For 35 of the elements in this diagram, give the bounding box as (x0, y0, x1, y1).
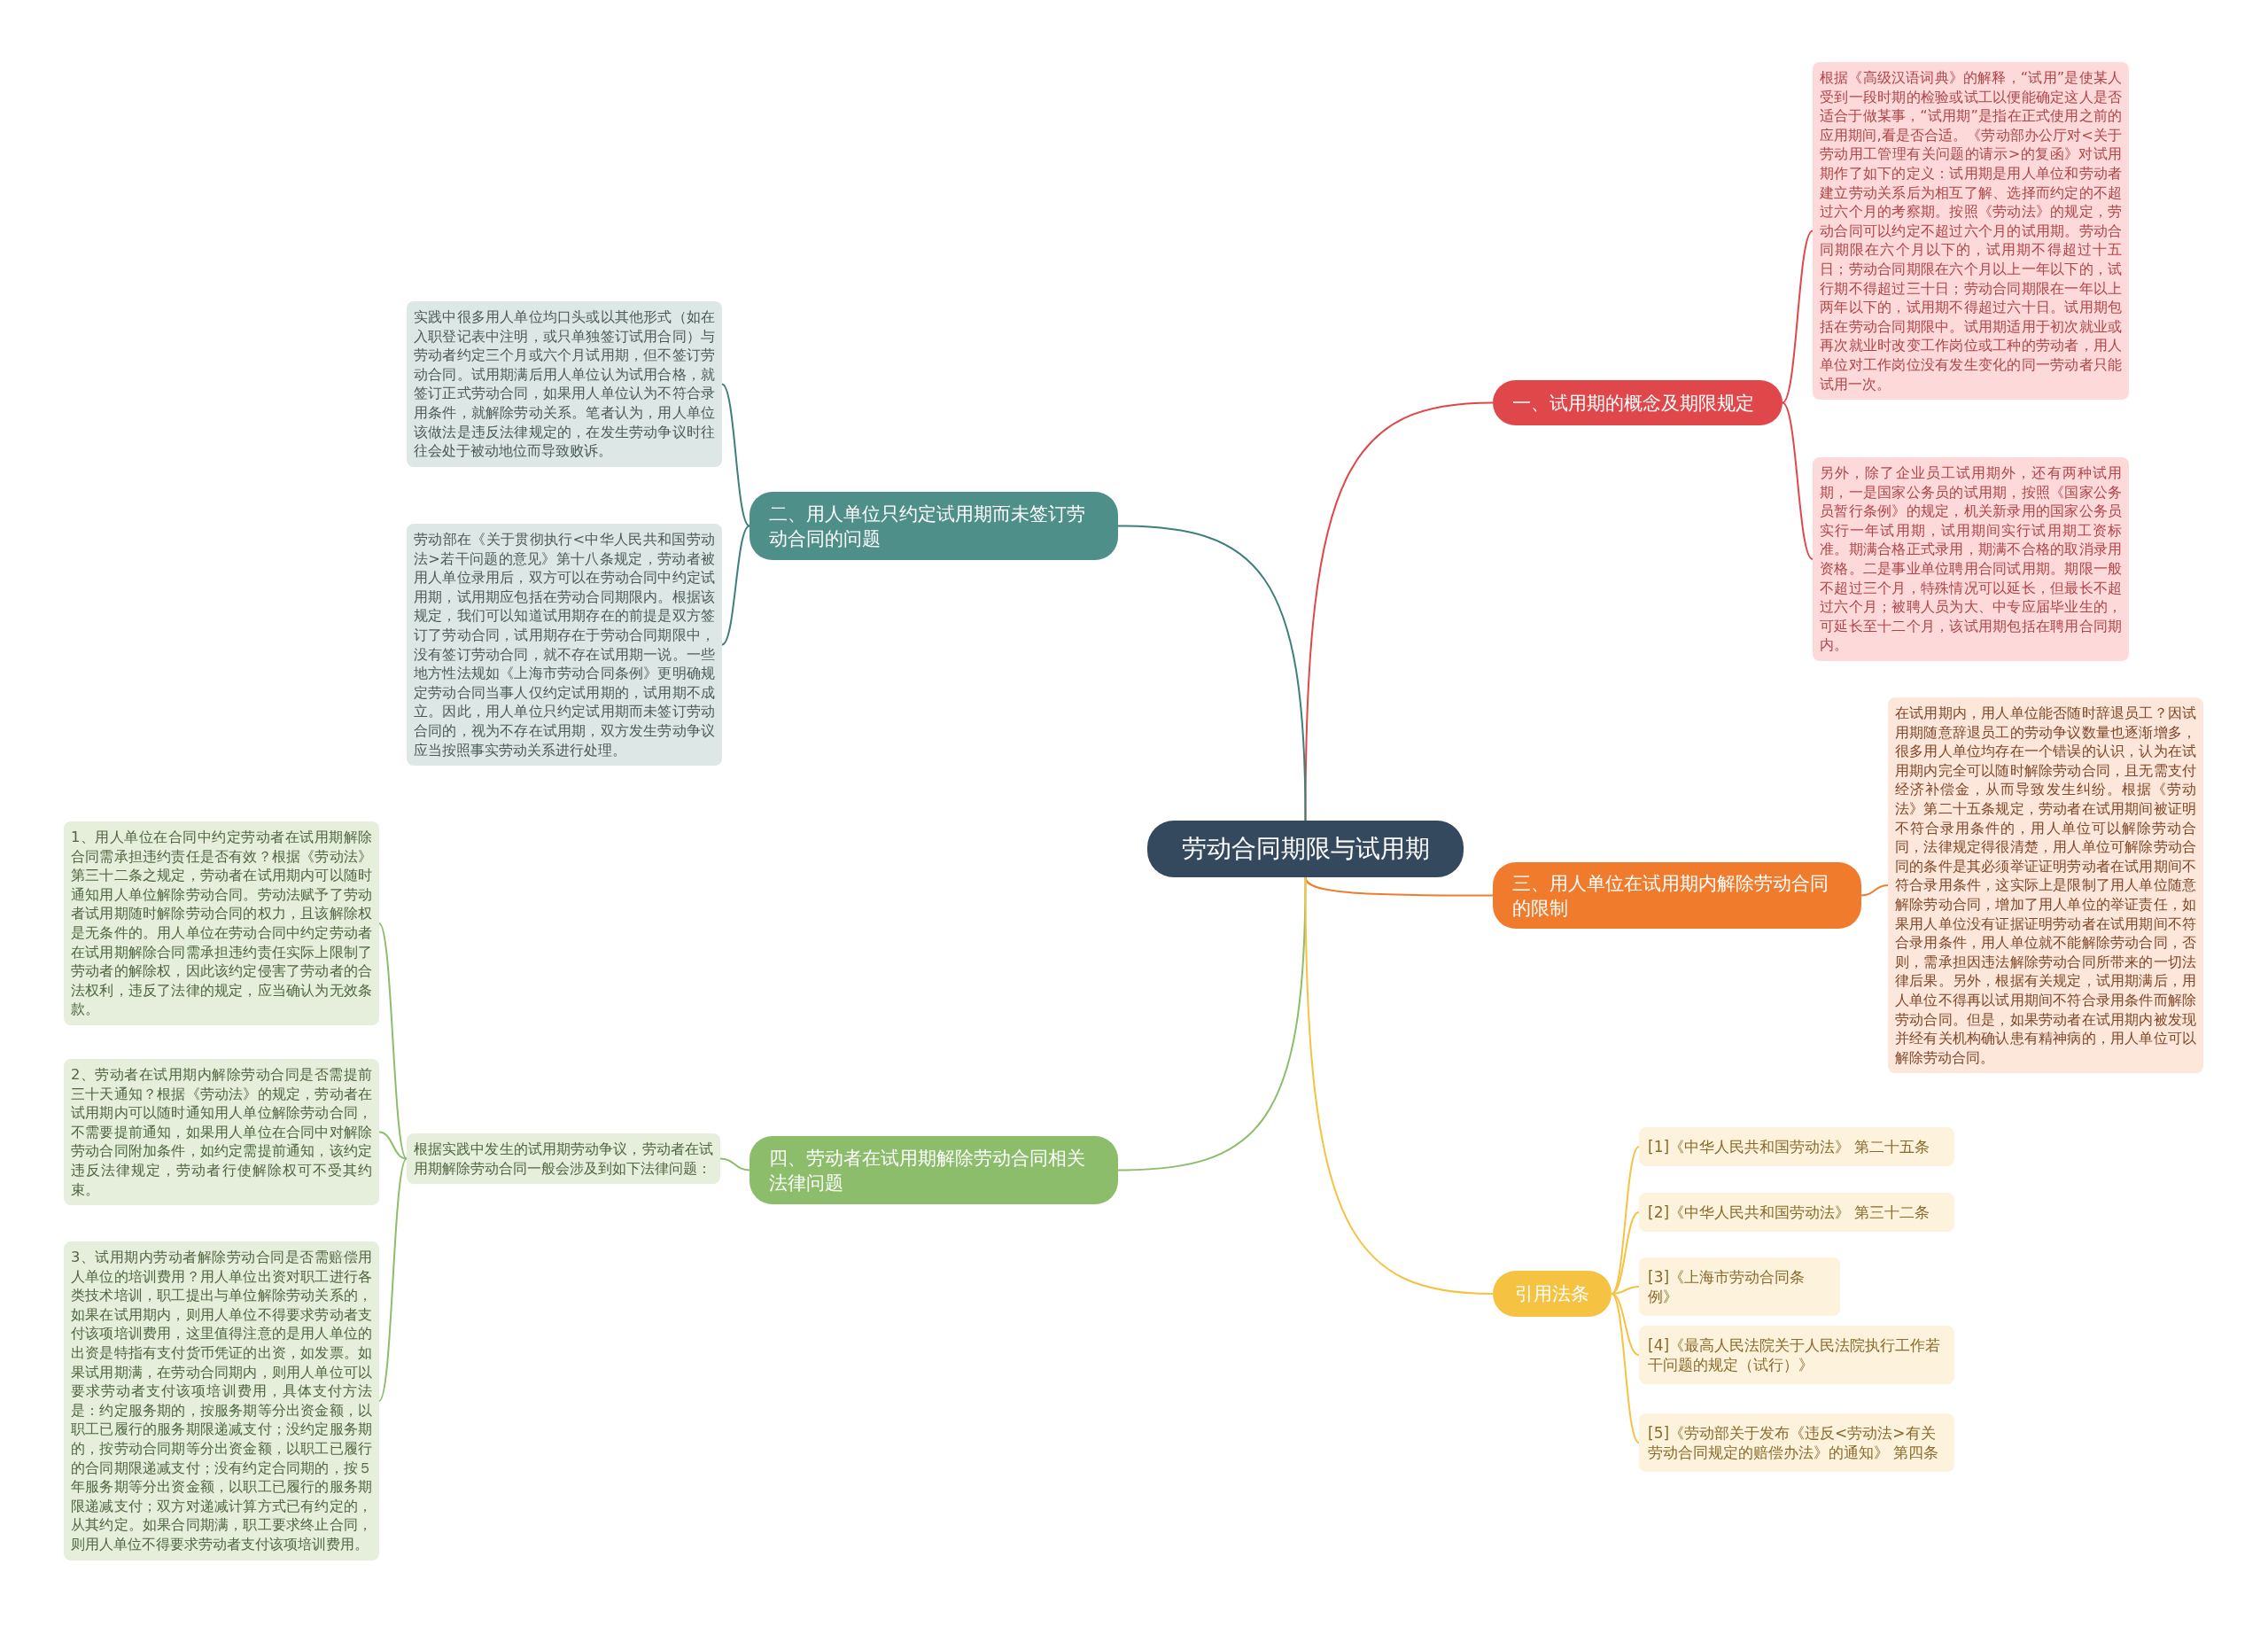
note-box: 劳动部在《关于贯彻执行<中华人民共和国劳动法>若干问题的意见》第十八条规定，劳动者被用人单位录用后，双方可以在劳动合同中约定试用期，试用期应包括在劳动合同期限内。根据该规定，我们可以知道试用期存在的前提是双方签订了劳动合同，试用期存在于劳动合同期限中，没有签订劳动合同，就不存在试用期一说。一些地方性法规如《上海市劳动合同条例》更明确规定劳动合同当事人仅约定试用期的，试用期不成立。因此，用人单位只约定试用期而未签订劳动合同的，视为不存在试用期，双方发生劳动争议应当按照事实劳动关系进行处理。 (407, 524, 722, 767)
connector (1304, 876, 1494, 1295)
connector (1611, 1211, 1640, 1295)
connector (1611, 1146, 1640, 1295)
citation-box: [2]《中华人民共和国劳动法》 第三十二条 (1639, 1193, 1954, 1232)
note-box: 在试用期内，用人单位能否随时辞退员工？因试用期随意辞退员工的劳动争议数量也逐渐增多，很多用人单位均存在一个错误的认识，认为在试用期内完全可以随时解除劳动合同，且无需支付经济补偿金，从而导致发生纠纷。根据《劳动法》第二十五条规定，劳动者在试用期间被证明不符合录用条件的，用人单位可以解除劳动合同，法律规定得很清楚，用人单位可解除劳动合同的条件是其必须举证证明劳动者在试用期间不符合录用条件，这实际上是限制了用人单位随意解除劳动合同，增加了用人单位的举证责任，如果用人单位没有证据证明劳动者在试用期间不符合录用条件，用人单位就不能解除劳动合同，否则，需承担因违法解除劳动合同所带来的一切法律后果。另外，根据有关规定，试用期满后，用人单位不得再以试用期间不符合录用条件而解除劳动合同。但是，如果劳动者在试用期内被发现并经有关机构确认患有精神病的，用人单位可以解除劳动合同。 (1888, 697, 2203, 1074)
connector (1782, 401, 1814, 560)
note-box: 另外，除了企业员工试用期外，还有两种试用期，一是国家公务员的试用期，按照《国家公务员暂行条例》的规定，机关新录用的国家公务员实行一年试用期，试用期间实行试用期工资标准。期满合格正式录用，期满不合格的取消录用资格。二是事业单位聘用合同试用期。期限一般不超过三个月，特殊情况可以延长，但最长不超过六个月；被聘人员为大、中专应届毕业生的，可延长至十二个月，该试用期包括在聘用合同期内。 (1813, 457, 2129, 661)
note-box: 3、试用期内劳动者解除劳动合同是否需赔偿用人单位的培训费用？用人单位出资对职工进行各类技术培训，职工提出与单位解除劳动关系的，如果在试用期内，则用人单位不得要求劳动者支付该项培训费用，这里值得注意的是用人单位的出资是特指有支付货币凭证的出资，如发票。如果试用期满，在劳动合同期内，则用人单位可以要求劳动者支付该项培训费用，具体支付方法是：约定服务期的，按服务期等分出资金额，以职工已履行的服务期限递减支付；没约定服务期的，按劳动合同期等分出资金额，以职工已履行的合同期限递减支付；没有约定合同期的，按５年服务期等分出资金额，以职工已履行的服务期限递减支付；双方对递减计算方式已有约定的，从其约定。如果合同期满，职工要求终止合同，则用人单位不得要求劳动者支付该项培训费用。 (64, 1241, 379, 1560)
connector (721, 383, 750, 527)
connector (1117, 876, 1307, 1171)
connector (378, 1157, 408, 1402)
citation-box: [1]《中华人民共和国劳动法》 第二十五条 (1639, 1127, 1954, 1166)
branch-topic: 二、用人单位只约定试用期而未签订劳动合同的问题 (750, 492, 1118, 560)
branch-topic: 一、试用期的概念及期限规定 (1493, 380, 1783, 425)
note-box: 1、用人单位在合同中约定劳动者在试用期解除合同需承担违约责任是否有效？根据《劳动法》第三十二条之规定，劳动者在试用期内可以随时通知用人单位解除劳动合同。劳动法赋予了劳动者试用期随时解除劳动合同的权力，且该解除权是无条件的。用人单位在劳动合同中约定劳动者在试用期解除合同需承担违约责任实际上限制了劳动者的解除权，因此该约定侵害了劳动者的合法权利，违反了法律的规定，应当确认为无效条款。 (64, 821, 379, 1025)
connector (1860, 884, 1889, 897)
note-box: 根据《高级汉语词典》的解释，“试用”是使某人受到一段时期的检验或试工以便能确定这人是否适合于做某事，“试用期”是指在正式使用之前的应用期间,看是否合适。《劳动部办公厅对<关于劳动用工管理有关问题的请示>的复函》对试用期作了如下的定义：试用期是用人单位和劳动者建立劳动关系后为相互了解、选择而约定的不超过六个月的考察期。按照《劳动法》的规定，劳动合同可以约定不超过六个月的试用期。劳动合同期限在六个月以下的，试用期不得超过十五日；劳动合同期限在六个月以上一年以下的，试行期不得超过三十日；劳动合同期限在一年以上两年以下的，试用期不得超过六十日。试用期包括在劳动合同期限中。试用期适用于初次就业或再次就业时改变工作岗位或工种的劳动者，用人单位对工作岗位没有发生变化的同一劳动者只能试用一次。 (1813, 62, 2129, 401)
citation-box: [5]《劳动部关于发布《违反<劳动法>有关劳动合同规定的赔偿办法》的通知》 第四条 (1639, 1413, 1954, 1472)
note-box: 实践中很多用人单位均口头或以其他形式（如在入职登记表中注明，或只单独签订试用合同）与劳动者约定三个月或六个月试用期，但不签订劳动合同。试用期满后用人单位认为试用合格，就签订正式劳动合同，如果用人单位认为不符合录用条件，就解除劳动关系。笔者认为，用人单位该做法是违反法律规定的，在发生劳动争议时往往会处于被动地位而导致败诉。 (407, 301, 722, 467)
central-topic: 劳动合同期限与试用期 (1147, 821, 1464, 877)
connector (1611, 1293, 1640, 1444)
branch-topic: 引用法条 (1493, 1271, 1612, 1317)
connector (1117, 525, 1307, 821)
connector (719, 1157, 750, 1171)
citation-box: [4]《最高人民法院关于人民法院执行工作若干问题的规定（试行）》 (1639, 1326, 1954, 1384)
connector (721, 525, 750, 646)
branch-topic: 四、劳动者在试用期解除劳动合同相关法律问题 (750, 1136, 1118, 1204)
connector (378, 922, 408, 1160)
citation-box: [3]《上海市劳动合同条例》 (1639, 1257, 1840, 1316)
note-box: 2、劳动者在试用期内解除劳动合同是否需提前三十天通知？根据《劳动法》的规定，劳动者在试用期内可以随时通知用人单位解除劳动合同，不需要提前通知，如果用人单位在合同中对解除劳动合同附加条件，如约定需提前通知，该约定违反法律规定，劳动者行使解除权可不受其约束。 (64, 1059, 379, 1206)
connector (378, 1131, 408, 1160)
branch-topic: 三、用人单位在试用期内解除劳动合同的限制 (1493, 862, 1861, 929)
note-box: 根据实践中发生的试用期劳动争议，劳动者在试用期解除劳动合同一般会涉及到如下法律问题： (407, 1133, 720, 1185)
connector (1782, 230, 1814, 404)
